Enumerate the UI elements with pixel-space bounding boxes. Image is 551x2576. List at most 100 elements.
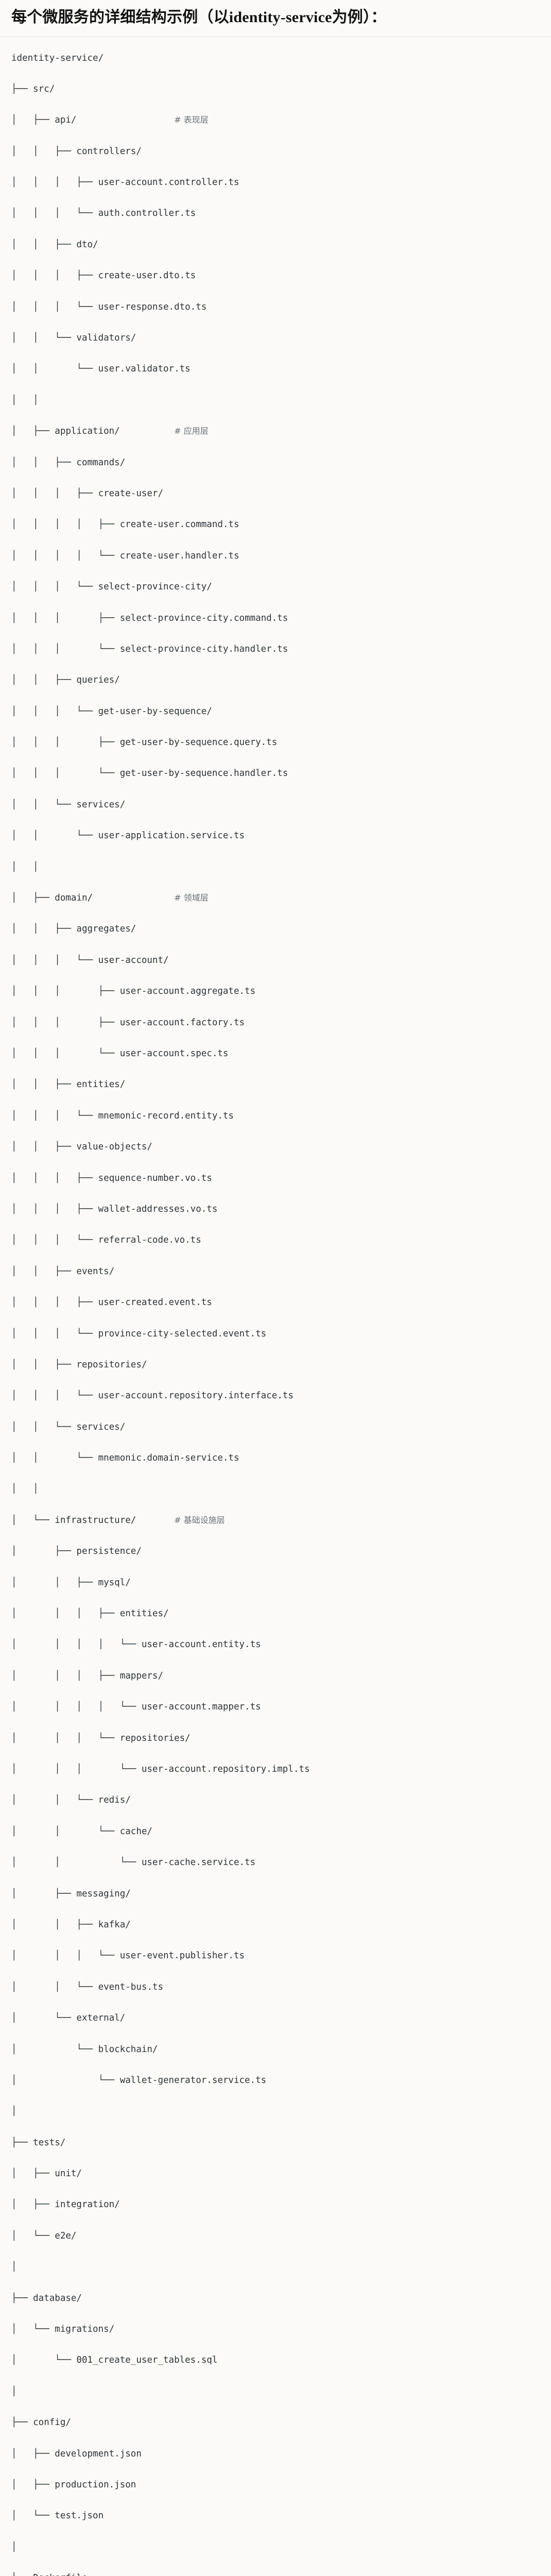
tree-path: │ ├── domain/ (11, 893, 93, 903)
tree-line: │ (11, 2104, 540, 2119)
tree-path: │ │ └── cache/ (11, 1826, 152, 1837)
tree-comment-gap (76, 115, 174, 125)
tree-path: │ │ │ │ └── user-account.entity.ts (11, 1639, 261, 1650)
tree-path: │ └── wallet-generator.service.ts (11, 2075, 266, 2086)
tree-path: │ │ └── user-cache.service.ts (11, 1857, 255, 1868)
tree-path: ├── src/ (11, 84, 55, 94)
tree-line: │ │ ├── value-objects/ (11, 1139, 540, 1155)
tree-line: │ └── infrastructure/ # 基础设施层 (11, 1513, 540, 1528)
tree-path: │ │ └── mnemonic.domain-service.ts (11, 1453, 239, 1463)
tree-line: │ │ ├── queries/ (11, 672, 540, 688)
tree-line: │ │ ├── controllers/ (11, 144, 540, 159)
tree-line: │ │ │ └── province-city-selected.event.t… (11, 1326, 540, 1342)
tree-path: │ │ │ ├── entities/ (11, 1608, 169, 1619)
tree-path: │ └── 001_create_user_tables.sql (11, 2355, 217, 2365)
tree-line: │ │ └── event-bus.ts (11, 1979, 540, 1995)
tree-line: │ │ │ ├── user-account.factory.ts (11, 1015, 540, 1030)
tree-line: │ │ │ └── user-account.repository.interf… (11, 1388, 540, 1403)
tree-line: │ │ ├── aggregates/ (11, 921, 540, 937)
tree-line: │ ├── integration/ (11, 2197, 540, 2212)
tree-path: │ │ ├── value-objects/ (11, 1142, 152, 1152)
tree-path: │ │ ├── aggregates/ (11, 924, 136, 934)
tree-line: │ │ │ ├── user-created.event.ts (11, 1295, 540, 1310)
tree-line: │ │ │ └── user-account/ (11, 953, 540, 968)
tree-path: │ │ │ ├── user-account.aggregate.ts (11, 986, 255, 996)
tree-line: │ │ └── user.validator.ts (11, 361, 540, 377)
tree-line: │ ├── domain/ # 领域层 (11, 890, 540, 906)
tree-path: │ │ │ ├── sequence-number.vo.ts (11, 1173, 212, 1183)
tree-path: │ └── migrations/ (11, 2324, 114, 2334)
tree-path: │ │ │ ├── get-user-by-sequence.query.ts (11, 737, 277, 748)
tree-path: │ │ ├── entities/ (11, 1079, 125, 1090)
tree-line: │ │ │ └── user-account.spec.ts (11, 1046, 540, 1061)
tree-path: │ ├── development.json (11, 2449, 142, 2459)
tree-path: ├── Dockerfile (11, 2573, 88, 2576)
tree-line: │ │ │ └── user-event.publisher.ts (11, 1948, 540, 1963)
tree-path: │ │ │ └── user-account/ (11, 955, 169, 965)
tree-line: │ │ ├── commands/ (11, 455, 540, 470)
tree-path: │ │ │ └── select-province-city.handler.t… (11, 644, 288, 654)
tree-line: │ │ │ ├── entities/ (11, 1606, 540, 1621)
tree-path: │ │ ├── controllers/ (11, 146, 142, 157)
tree-line: │ │ ├── kafka/ (11, 1917, 540, 1933)
tree-line: ├── tests/ (11, 2135, 540, 2150)
tree-path: │ │ │ │ ├── create-user.command.ts (11, 519, 239, 530)
tree-line: │ (11, 2259, 540, 2275)
tree-path: │ └── infrastructure/ (11, 1515, 136, 1526)
tree-path: │ │ │ └── user-account.repository.interf… (11, 1391, 294, 1401)
tree-line: │ │ └── validators/ (11, 330, 540, 346)
tree-line: │ │ │ ├── create-user/ (11, 486, 540, 501)
tree-path: │ │ │ ├── user-account.factory.ts (11, 1018, 245, 1028)
tree-line: │ │ ├── events/ (11, 1264, 540, 1279)
tree-line: │ │ └── user-cache.service.ts (11, 1855, 540, 1870)
tree-path: │ │ ├── queries/ (11, 675, 120, 685)
tree-layer-comment: # 应用层 (174, 426, 209, 436)
tree-path: │ │ │ └── mnemonic-record.entity.ts (11, 1111, 234, 1121)
tree-path: │ │ (11, 862, 39, 872)
tree-path: │ │ │ └── auth.controller.ts (11, 208, 196, 218)
tree-path: │ │ │ └── referral-code.vo.ts (11, 1235, 201, 1245)
tree-line: ├── src/ (11, 81, 540, 97)
tree-path: │ │ ├── dto/ (11, 240, 98, 250)
tree-path: │ │ │ │ └── create-user.handler.ts (11, 551, 239, 561)
tree-line: │ └── external/ (11, 2010, 540, 2026)
tree-line: │ ├── persistence/ (11, 1544, 540, 1559)
tree-line: │ │ │ └── get-user-by-sequence.handler.t… (11, 766, 540, 781)
tree-line: │ │ │ │ └── user-account.entity.ts (11, 1637, 540, 1652)
tree-line: │ │ └── cache/ (11, 1824, 540, 1839)
tree-line: │ ├── api/ # 表现层 (11, 112, 540, 128)
tree-line: │ (11, 2539, 540, 2555)
tree-path: │ │ │ └── select-province-city/ (11, 582, 212, 592)
tree-path: identity-service/ (11, 53, 104, 63)
tree-line: │ │ │ └── select-province-city/ (11, 579, 540, 595)
tree-line: │ │ │ │ ├── create-user.command.ts (11, 517, 540, 532)
tree-path: │ │ └── user.validator.ts (11, 364, 191, 374)
tree-line: │ │ │ ├── sequence-number.vo.ts (11, 1171, 540, 1186)
tree-line: │ │ └── services/ (11, 1419, 540, 1435)
tree-line: │ │ (11, 393, 540, 408)
tree-path: │ │ ├── commands/ (11, 457, 125, 468)
tree-path: │ │ │ └── repositories/ (11, 1733, 191, 1743)
tree-line: │ │ ├── mysql/ (11, 1575, 540, 1590)
tree-path: ├── database/ (11, 2293, 82, 2303)
tree-line: │ │ │ ├── get-user-by-sequence.query.ts (11, 735, 540, 750)
tree-path: │ │ └── redis/ (11, 1795, 131, 1805)
tree-path: │ │ │ ├── create-user/ (11, 488, 163, 499)
tree-path: │ │ ├── events/ (11, 1266, 114, 1277)
page-title: 每个微服务的详细结构示例（以identity-service为例）： (0, 0, 551, 37)
tree-path: │ │ └── user-application.service.ts (11, 831, 245, 841)
tree-path: │ │ └── services/ (11, 800, 125, 810)
tree-line: │ │ │ ├── user-account.aggregate.ts (11, 984, 540, 999)
tree-line: │ (11, 2384, 540, 2399)
tree-path: │ │ │ └── get-user-by-sequence.handler.t… (11, 768, 288, 778)
tree-line: │ └── blockchain/ (11, 2042, 540, 2057)
tree-path: │ └── test.json (11, 2511, 104, 2521)
tree-path: │ (11, 2542, 17, 2552)
tree-layer-comment: # 领域层 (174, 893, 209, 903)
tree-path: │ │ │ ├── wallet-addresses.vo.ts (11, 1204, 217, 1214)
tree-line: │ │ │ ├── wallet-addresses.vo.ts (11, 1201, 540, 1217)
tree-path: │ │ (11, 1484, 39, 1494)
tree-line: │ │ │ │ └── create-user.handler.ts (11, 548, 540, 564)
tree-path: │ │ │ ├── create-user.dto.ts (11, 270, 196, 281)
